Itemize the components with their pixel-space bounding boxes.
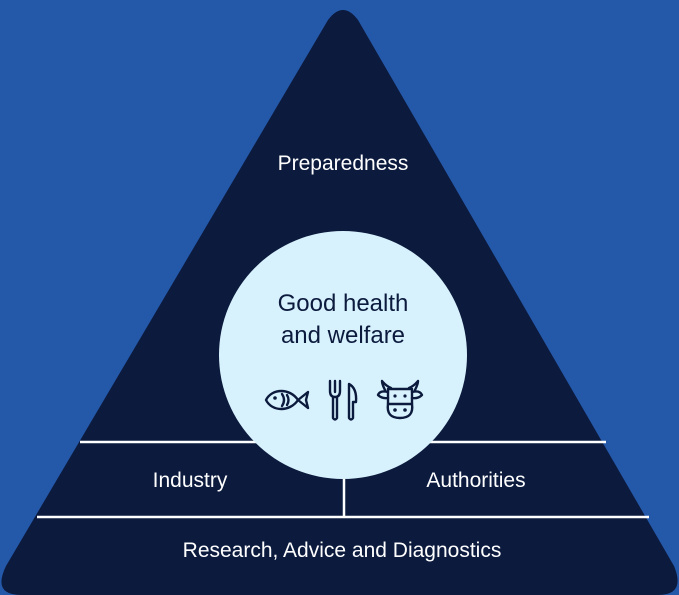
- cow-icon: [376, 379, 424, 420]
- research-advice-diagnostics-label: Research, Advice and Diagnostics: [182, 539, 502, 562]
- center-circle: [219, 231, 467, 479]
- authorities-label: Authorities: [426, 469, 526, 492]
- fork-knife-icon: [328, 379, 358, 421]
- preparedness-label: Preparedness: [277, 152, 409, 175]
- center-title-line2: and welfare: [280, 322, 406, 349]
- center-title: Good health and welfare: [219, 288, 467, 352]
- center-icons: [262, 376, 424, 424]
- center-title-line1: Good health: [277, 290, 409, 317]
- industry-label: Industry: [152, 469, 228, 492]
- fish-icon: [264, 389, 310, 411]
